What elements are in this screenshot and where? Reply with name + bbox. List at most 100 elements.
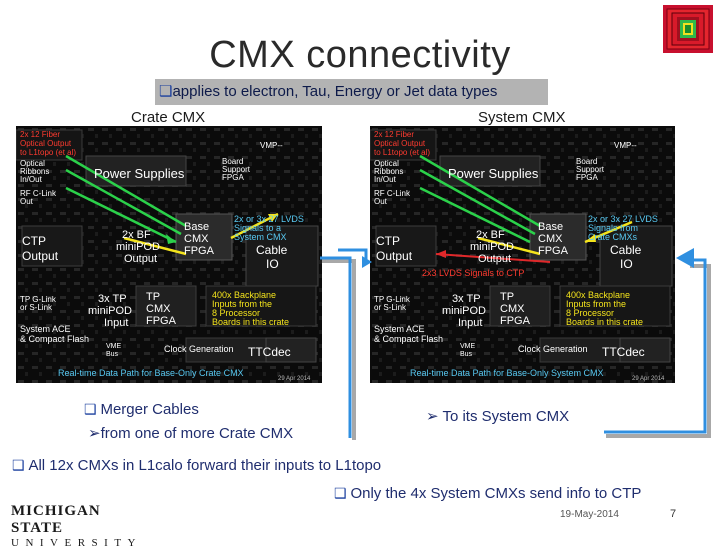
- footer-date: 19-May-2014: [560, 509, 619, 520]
- sys-clock-label: Clock Generation: [518, 344, 588, 354]
- sys-ctp-label: CTP: [376, 234, 400, 248]
- lvds2-label: Signals to a: [234, 223, 281, 233]
- sys-board-date-label: 29 Apr 2014: [632, 376, 665, 382]
- page-title: CMX connectivity: [209, 34, 511, 76]
- sys-support-label: Support: [576, 165, 605, 174]
- sys-board-support-label: Board: [576, 157, 597, 166]
- sys-fpga-label: FPGA: [538, 245, 569, 257]
- sys-base-label: Base: [538, 221, 563, 233]
- sys-minipod-label: miniPOD: [470, 241, 514, 253]
- board-support-label: Board: [222, 157, 243, 166]
- bp3-label: 8 Processor: [212, 308, 260, 318]
- square-bullet-icon: ❑: [84, 401, 101, 417]
- system-cmx-label: System CMX: [478, 109, 566, 126]
- to-l1topo-label: to L1topo (et al): [20, 148, 76, 157]
- vme-label: VME: [106, 343, 122, 350]
- board-date-label: 29 Apr 2014: [278, 376, 311, 382]
- sys-tp-glink-label: TP G-Link: [374, 295, 411, 304]
- tp-cmx-label: CMX: [146, 303, 171, 315]
- backplane-label: 400x Backplane: [212, 290, 276, 300]
- sys-minipod-output-label: Output: [478, 253, 511, 265]
- to-system-bullet: ➢ To its System CMX: [426, 407, 569, 425]
- to-system-text: To its System CMX: [442, 408, 570, 425]
- page-number: 7: [670, 508, 677, 520]
- system-only-text: Only the 4x System CMXs send info to CTP: [350, 485, 642, 502]
- ace-label: System ACE: [20, 324, 71, 334]
- input-label: Input: [104, 317, 128, 329]
- tp-glink-label: TP G-Link: [20, 295, 57, 304]
- fpga-label: FPGA: [184, 245, 215, 257]
- optical-output-label: Optical Output: [20, 139, 72, 148]
- sys-inout-label: In/Out: [374, 175, 397, 184]
- ribbons-label: Ribbons: [20, 167, 49, 176]
- sys-bp2-label: Inputs from the: [566, 299, 626, 309]
- sys-ctp-output-label: Output: [376, 249, 413, 263]
- sys-lvds3-label: Crate CMXs: [588, 232, 638, 242]
- tp-fpga-label: FPGA: [146, 315, 177, 327]
- sys-power-supplies-label: Power Supplies: [448, 166, 539, 181]
- from-crate-bullet: ➢from one of more Crate CMX: [88, 424, 293, 442]
- sys-lvds-label: 2x or 3x 27 LVDS: [588, 214, 658, 224]
- bf-label: 2x BF: [122, 229, 151, 241]
- sys-fiber-label: 2x 12 Fiber: [374, 130, 414, 139]
- subtitle-bar: ❑applies to electron, Tau, Energy or Jet…: [155, 79, 548, 105]
- sys-optical-output-label: Optical Output: [374, 139, 426, 148]
- sys-ace-label: System ACE: [374, 324, 425, 334]
- minipod-label: miniPOD: [116, 241, 160, 253]
- sys-ttc-label: TTCdec: [602, 345, 645, 359]
- bus-label: Bus: [106, 351, 119, 358]
- bp4-label: Boards in this crate: [212, 317, 289, 327]
- sys-input-label: Input: [458, 317, 482, 329]
- msu-logo-line1: MICHIGAN STATE: [11, 503, 101, 536]
- sys-vmp-label: VMP--: [614, 141, 637, 150]
- sys-tp-label: TP: [500, 291, 514, 303]
- square-bullet-icon: ❑: [12, 457, 29, 473]
- clock-label: Clock Generation: [164, 344, 234, 354]
- subtitle-text: applies to electron, Tau, Energy or Jet …: [172, 83, 498, 100]
- sys-cable-label: Cable: [610, 243, 642, 257]
- sys-io-label: IO: [620, 257, 633, 271]
- sys-bp3-label: 8 Processor: [566, 308, 614, 318]
- system-cmx-board-image: 2x 12 Fiber Optical Output to L1topo (et…: [370, 126, 675, 383]
- msu-logo-line2: UNIVERSITY: [11, 537, 142, 549]
- sys-or-slink-label: or S-Link: [374, 303, 407, 312]
- vmp-label: VMP--: [260, 141, 283, 150]
- sys-tp-fpga-label: FPGA: [500, 315, 531, 327]
- lvds-label: 2x or 3x 27 LVDS: [234, 214, 304, 224]
- support-label: Support: [222, 165, 251, 174]
- realtime-label: Real-time Data Path for Base-Only Crate …: [58, 368, 244, 378]
- l1calo-logo-icon: [663, 5, 713, 53]
- out-label: Out: [20, 197, 34, 206]
- system-only-bullet: ❑ Only the 4x System CMXs send info to C…: [334, 485, 641, 502]
- sys-optical-label: Optical: [374, 159, 399, 168]
- crate-cmx-label: Crate CMX: [131, 109, 206, 126]
- sys-tp3-label: 3x TP: [452, 293, 481, 305]
- merger-cables-bullet: ❑ Merger Cables: [84, 401, 199, 418]
- minipod-output-label: Output: [124, 253, 157, 265]
- from-crate-text: from one of more Crate CMX: [100, 425, 294, 442]
- sys-lvds2-label: Signals from: [588, 223, 638, 233]
- lvds3-label: System CMX: [234, 232, 287, 242]
- sys-ribbons-label: Ribbons: [374, 167, 403, 176]
- fiber-label: 2x 12 Fiber: [20, 130, 60, 139]
- crate-cmx-board-image: 2x 12 Fiber Optical Output to L1topo (et…: [16, 126, 322, 383]
- optical-label: Optical: [20, 159, 45, 168]
- sys-backplane-label: 400x Backplane: [566, 290, 630, 300]
- sys-lvds-ctp-label: 2x3 LVDS Signals to CTP: [422, 268, 524, 278]
- square-bullet-icon: ❑: [159, 83, 173, 100]
- square-bullet-icon: ❑: [334, 485, 351, 501]
- sys-rf-clink-label: RF C-Link: [374, 189, 411, 198]
- sys-tp-cmx-label: CMX: [500, 303, 525, 315]
- merger-cables-text: Merger Cables: [100, 401, 199, 418]
- all-cmx-bullet: ❑ All 12x CMXs in L1calo forward their i…: [12, 457, 381, 474]
- flash-label: & Compact Flash: [20, 334, 89, 344]
- ctp-output-label: Output: [22, 249, 59, 263]
- ctp-label: CTP: [22, 234, 46, 248]
- base-label: Base: [184, 221, 209, 233]
- cable-label: Cable: [256, 243, 288, 257]
- inout-label: In/Out: [20, 175, 43, 184]
- sys-to-l1topo-label: to L1topo (et al): [374, 148, 430, 157]
- io-label: IO: [266, 257, 279, 271]
- arrow-bullet-icon: ➢: [88, 425, 101, 442]
- sys-cmx-label: CMX: [538, 233, 563, 245]
